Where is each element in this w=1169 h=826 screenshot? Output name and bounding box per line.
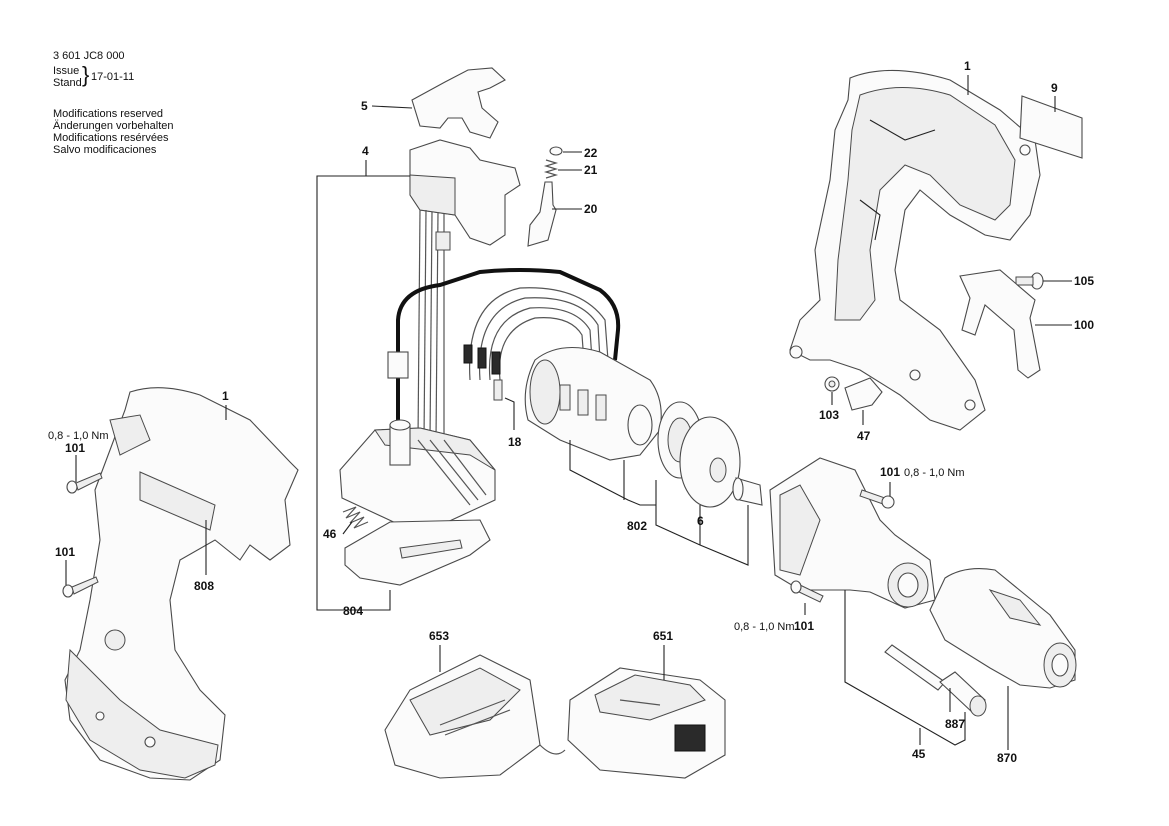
washer-22 <box>549 146 563 156</box>
screw-101-right-top <box>859 489 895 509</box>
nut-103-hole <box>828 380 836 388</box>
connector-3 <box>491 351 501 375</box>
wire-harness-2 <box>478 297 601 381</box>
leader-18 <box>504 397 515 430</box>
issue-label-de: Stand <box>53 77 82 89</box>
leader-46 <box>342 521 353 535</box>
bit-holder-887 <box>884 644 987 717</box>
wire-harness <box>468 287 609 381</box>
callout-808: 808 <box>194 579 214 593</box>
callout-101-right-bottom: 101 <box>794 619 814 633</box>
switch-4 <box>409 139 521 441</box>
callout-46: 46 <box>323 527 337 541</box>
slider-20 <box>527 181 557 247</box>
callout-651: 651 <box>653 629 673 643</box>
issue-label-en: Issue <box>53 65 80 77</box>
screw-101-right-bottom <box>790 580 824 603</box>
callout-6: 6 <box>697 514 704 528</box>
modifications-de: Änderungen vorbehalten <box>53 120 174 132</box>
callout-21: 21 <box>584 163 598 177</box>
connector-2 <box>477 347 487 369</box>
gear-housing <box>769 457 936 609</box>
callout-804: 804 <box>343 604 363 618</box>
motor-802 <box>524 347 662 461</box>
callout-45: 45 <box>912 747 926 761</box>
wire-harness-4 <box>498 317 585 381</box>
electronics-module <box>339 419 496 531</box>
contact-plate-rail <box>399 539 463 559</box>
issue-date: 17-01-11 <box>91 71 135 83</box>
callout-101-right-top: 101 <box>880 465 900 479</box>
callout-4: 4 <box>362 144 369 158</box>
screw-101-left-top <box>66 472 103 494</box>
modifications-note: Modifications reserved Änderungen vorbeh… <box>53 108 173 156</box>
callout-887: 887 <box>945 717 965 731</box>
callout-5: 5 <box>361 99 368 113</box>
modifications-fr: Modifications resérvées <box>53 132 169 144</box>
shaft <box>732 477 763 506</box>
callout-103: 103 <box>819 408 839 422</box>
callout-9: 9 <box>1051 81 1058 95</box>
bracket-804 <box>316 175 410 611</box>
connector-18 <box>493 379 503 401</box>
issue-brace: } <box>82 62 90 87</box>
issue-label: Issue Stand <box>53 65 82 89</box>
front-cover-870 <box>929 568 1077 689</box>
callout-105: 105 <box>1074 274 1094 288</box>
housing-half-right <box>789 69 1041 431</box>
callout-47: 47 <box>857 429 871 443</box>
wire-black <box>396 268 621 445</box>
spring-46 <box>342 506 369 529</box>
spring-21 <box>543 159 559 179</box>
torque-right-top: 0,8 - 1,0 Nm <box>904 467 965 479</box>
callout-22: 22 <box>584 146 598 160</box>
callout-101-left-top: 101 <box>65 441 85 455</box>
wire-clip <box>387 351 409 379</box>
callout-870: 870 <box>997 751 1017 765</box>
charger-653 <box>384 654 566 779</box>
callout-653: 653 <box>429 629 449 643</box>
leader-5 <box>371 105 413 109</box>
callout-802: 802 <box>627 519 647 533</box>
modifications-en: Modifications reserved <box>53 108 164 120</box>
label-strip-9 <box>1019 95 1083 159</box>
torque-left-top: 0,8 - 1,0 Nm <box>48 430 109 442</box>
callout-100: 100 <box>1074 318 1094 332</box>
belt-clip-100 <box>959 269 1041 379</box>
callout-1-left: 1 <box>222 389 229 403</box>
torque-right-bottom: 0,8 - 1,0 Nm <box>734 621 795 633</box>
callout-1-top: 1 <box>964 59 971 73</box>
part-47 <box>844 377 883 411</box>
screw-101-left-bottom <box>62 576 99 598</box>
bracket-802 <box>569 440 656 506</box>
connector-1 <box>463 344 473 364</box>
bracket-5 <box>411 67 506 139</box>
document-number: 3 601 JC8 000 <box>53 50 125 62</box>
callout-20: 20 <box>584 202 598 216</box>
modifications-es: Salvo modificaciones <box>53 144 157 156</box>
wire-harness-3 <box>488 307 593 381</box>
disc-6 <box>679 416 741 508</box>
bracket-45 <box>844 590 966 746</box>
battery-651 <box>567 667 726 779</box>
housing-half-left <box>64 387 299 781</box>
callout-18: 18 <box>508 435 522 449</box>
callout-101-left-bottom: 101 <box>55 545 75 559</box>
